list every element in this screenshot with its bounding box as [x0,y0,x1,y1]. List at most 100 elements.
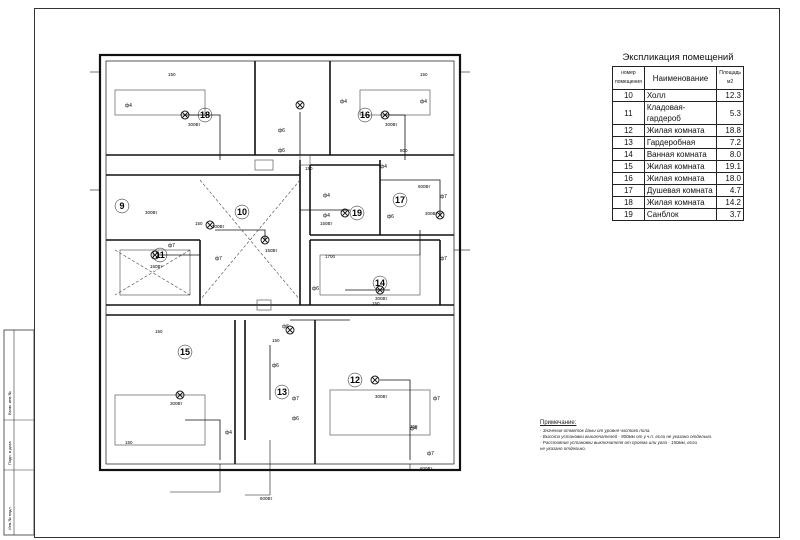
room-num: 14 [612,148,645,161]
lamp-label: ф6 [387,214,394,220]
dimension: 150 [168,72,176,77]
wattage: 300Вт [188,122,200,127]
lamp-label: ф4 [340,99,347,105]
room-num: 10 [612,89,645,102]
lamp-label: ф6 [278,128,285,134]
wattage: 150Вт [320,221,332,226]
room-number: 12 [350,375,360,385]
room-num: 11 [612,101,645,125]
room-name: Жилая комната [643,196,718,209]
note-line: - Значения отметок даны от уровня чистог… [540,428,651,433]
room-number: 17 [395,195,405,205]
stamp-label: Подп. и дата [7,441,12,465]
lamp-label: ф7 [215,256,222,262]
interior-walls [106,61,454,464]
lamp-label: ф7 [440,256,447,262]
dimension: 150 [372,301,380,306]
schedule-table: номер помещения Наименование Площадь м2 … [612,66,744,221]
room-number: 10 [237,207,247,217]
header-area: Площадь м2 [716,66,744,90]
room-numbers: 18 16 9 10 19 17 11 14 15 12 13 [114,107,408,400]
lamp-label: ф6 [312,286,319,292]
dimension: 150 [420,72,428,77]
lamp-label: ф6 [282,324,289,330]
lamp-label: ф7 [292,396,299,402]
lamp-label: ф4 [323,213,330,219]
dimension: 150 [195,221,203,226]
lamp-label: ф7 [433,396,440,402]
note-line: - Расстояние установки выключателя от пр… [540,440,697,445]
room-num: 16 [612,172,645,185]
room-name: Жилая комната [643,172,718,185]
room-area: 7.2 [716,136,744,149]
room-number: 9 [119,201,124,211]
wattage: 300Вт [375,296,387,301]
room-number: 11 [155,250,165,260]
lamp-label: ф6 [278,148,285,154]
light-fixtures [150,100,445,400]
header-name: Наименование [643,66,718,90]
lamp-label: ф4 [420,99,427,105]
room-number: 18 [200,110,210,120]
wattage: 600Вт [418,184,430,189]
wattage: 300Вт [425,211,437,216]
room-name: Душевая комната [643,184,718,197]
stamp-label: Инв.№ подл. [7,506,12,530]
room-num: 18 [612,196,645,209]
room-area: 12.3 [716,89,744,102]
room-num: 15 [612,160,645,173]
room-name: Санблок [643,208,718,221]
room-number: 13 [277,387,287,397]
room-area: 4.7 [716,184,744,197]
room-area: 18.8 [716,124,744,137]
lamp-label: ф7 [427,451,434,457]
room-area: 3.7 [716,208,744,221]
room-name: Жилая комната [643,160,718,173]
room-num: 17 [612,184,645,197]
schedule-title: Экспликация помещений [622,52,734,63]
wattage: 300Вт [375,394,387,399]
room-number: 16 [360,110,370,120]
dimension: 150 [410,424,418,429]
lamp-label: ф4 [380,164,387,170]
room-number: 19 [352,208,362,218]
section-marks [90,71,470,191]
wattage: 300Вт [212,224,224,229]
room-num: 13 [612,136,645,149]
room-num: 12 [612,124,645,137]
room-area: 8.0 [716,148,744,161]
lamp-label: ф6 [292,416,299,422]
schedule-header-row: номер помещения Наименование Площадь м2 [612,66,744,90]
wattage: 600Вт [420,466,432,471]
lamp-label: ф4 [225,430,232,436]
dimension: 150 [155,329,163,334]
wattage: 300Вт [145,210,157,215]
side-stamp: Инв.№ подл. Подп. и дата Взам. инв.№ [3,329,35,536]
room-num: 19 [612,208,645,221]
lamp-label: ф7 [168,243,175,249]
lamp-label: ф7 [440,194,447,200]
outer-walls [98,53,462,472]
notes-title: Примечание: [540,420,577,426]
room-name: Гардеробная [643,136,718,149]
lamp-label: ф4 [410,426,417,432]
wiring [160,112,441,460]
wattage: 150Вт [150,264,162,269]
room-number: 15 [180,347,190,357]
dimension: 150 [305,166,313,171]
header-number: номер помещения [612,66,645,90]
wattage: 300Вт [170,401,182,406]
lamp-labels: ф4 ф6 ф6 ф4 ф4 ф4 ф7 ф7 ф4 ф4 ф6 ф7 ф7 ф… [125,99,447,457]
stamp-label: Взам. инв.№ [7,391,12,415]
callout-leaders [170,249,470,496]
room-name: Холл [643,89,718,102]
wattage: 600Вт [260,496,272,501]
room-area: 5.3 [716,101,744,125]
